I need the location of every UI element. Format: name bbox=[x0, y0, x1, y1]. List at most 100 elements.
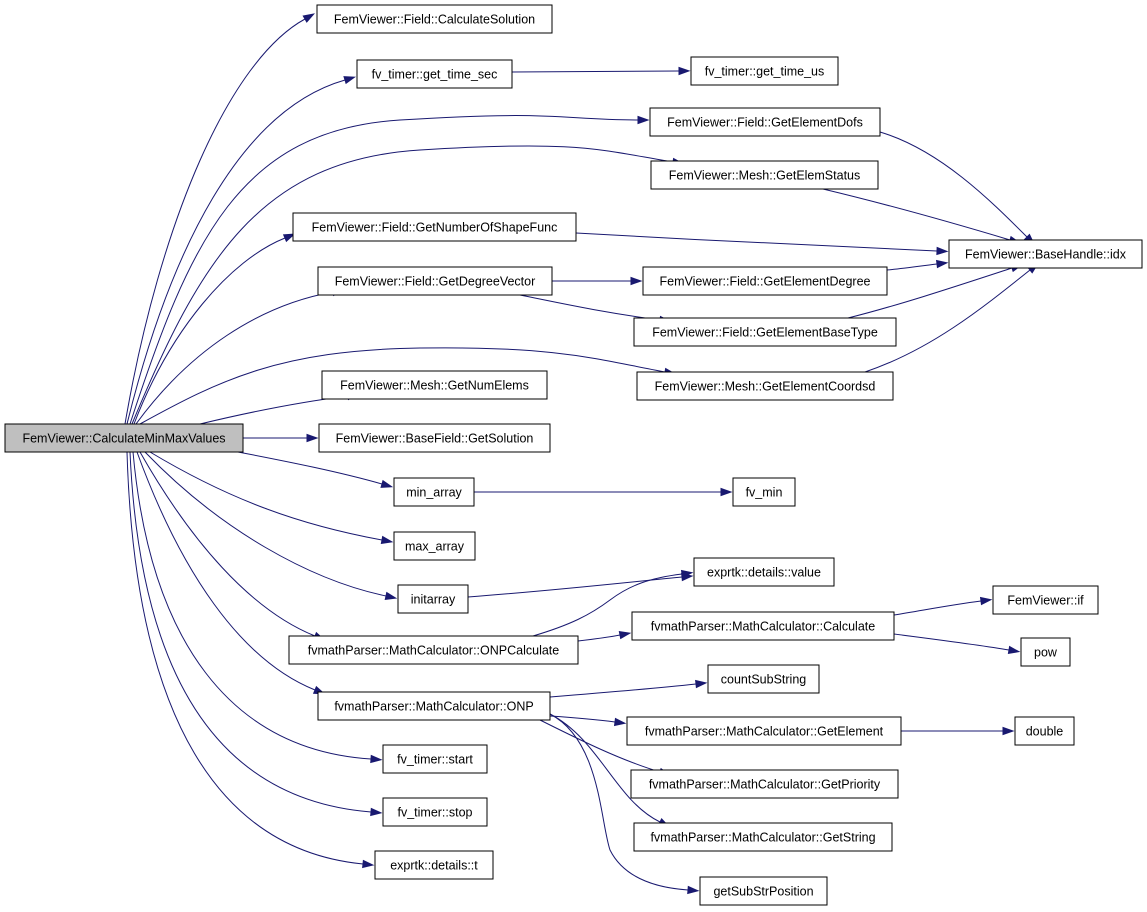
node-tstart[interactable]: fv_timer::start bbox=[382, 744, 488, 774]
node-box[interactable] bbox=[393, 531, 476, 561]
edge-line bbox=[139, 451, 316, 637]
node-box[interactable] bbox=[633, 317, 897, 347]
node-box[interactable] bbox=[321, 370, 548, 400]
edge-line bbox=[575, 232, 938, 252]
node-box[interactable] bbox=[1020, 637, 1071, 667]
edge-line bbox=[144, 451, 387, 597]
node-box[interactable] bbox=[626, 716, 902, 746]
node-box[interactable] bbox=[4, 423, 244, 453]
node-box[interactable] bbox=[649, 107, 881, 137]
node-box[interactable] bbox=[374, 850, 494, 880]
node-box[interactable] bbox=[650, 160, 879, 190]
node-box[interactable] bbox=[316, 4, 553, 34]
node-onpcalc[interactable]: fvmathParser::MathCalculator::ONPCalcula… bbox=[288, 635, 579, 665]
node-numelems[interactable]: FemViewer::Mesh::GetNumElems bbox=[321, 370, 548, 400]
edge-arrowhead bbox=[306, 433, 319, 443]
node-label: max_array bbox=[405, 540, 465, 554]
node-minarr[interactable]: min_array bbox=[393, 477, 475, 507]
node-box[interactable] bbox=[693, 557, 835, 587]
node-box[interactable] bbox=[288, 635, 579, 665]
node-timeus[interactable]: fv_timer::get_time_us bbox=[690, 56, 839, 86]
node-box[interactable] bbox=[642, 266, 888, 296]
node-box[interactable] bbox=[1014, 716, 1075, 746]
node-degvec[interactable]: FemViewer::Field::GetDegreeVector bbox=[317, 266, 553, 296]
edge-arrowhead bbox=[380, 479, 394, 488]
node-box[interactable] bbox=[631, 611, 895, 641]
node-elbase[interactable]: FemViewer::Field::GetElementBaseType bbox=[633, 317, 897, 347]
edge-line bbox=[132, 451, 372, 760]
node-idx[interactable]: FemViewer::BaseHandle::idx bbox=[948, 239, 1143, 269]
node-label: countSubString bbox=[721, 673, 807, 687]
edge-calc-to-pow bbox=[893, 633, 1021, 655]
node-box[interactable] bbox=[630, 769, 899, 799]
edge-arrowhead bbox=[720, 487, 733, 497]
node-initarr[interactable]: initarray bbox=[397, 584, 469, 614]
node-numshape[interactable]: FemViewer::Field::GetNumberOfShapeFunc bbox=[292, 212, 577, 242]
edge-line bbox=[199, 395, 349, 425]
node-box[interactable] bbox=[382, 797, 488, 827]
edge-line bbox=[133, 237, 286, 425]
node-box[interactable] bbox=[732, 477, 796, 507]
node-getdofs[interactable]: FemViewer::Field::GetElementDofs bbox=[649, 107, 881, 137]
node-substrpos[interactable]: getSubStrPosition bbox=[699, 876, 828, 906]
node-box[interactable] bbox=[633, 822, 893, 852]
node-exval[interactable]: exprtk::details::value bbox=[693, 557, 835, 587]
edge-line bbox=[864, 269, 1031, 373]
edge-onpcalc-to-exval bbox=[532, 569, 694, 637]
node-timesec[interactable]: fv_timer::get_time_sec bbox=[356, 59, 513, 89]
edge-root-to-initarr bbox=[144, 451, 398, 601]
node-prio[interactable]: fvmathParser::MathCalculator::GetPriorit… bbox=[630, 769, 899, 799]
node-calc[interactable]: fvmathParser::MathCalculator::Calculate bbox=[631, 611, 895, 641]
node-box[interactable] bbox=[317, 266, 553, 296]
node-pow[interactable]: pow bbox=[1020, 637, 1071, 667]
edge-numshape-to-idx bbox=[575, 232, 949, 256]
node-coords[interactable]: FemViewer::Mesh::GetElementCoordsd bbox=[636, 371, 894, 401]
edge-root-to-maxarr bbox=[149, 451, 394, 545]
node-calcsol[interactable]: FemViewer::Field::CalculateSolution bbox=[316, 4, 553, 34]
node-label: FemViewer::if bbox=[1007, 594, 1084, 608]
node-eldeg[interactable]: FemViewer::Field::GetElementDegree bbox=[642, 266, 888, 296]
node-box[interactable] bbox=[393, 477, 475, 507]
node-getel[interactable]: fvmathParser::MathCalculator::GetElement bbox=[626, 716, 902, 746]
node-dbl[interactable]: double bbox=[1014, 716, 1075, 746]
node-elemstatus[interactable]: FemViewer::Mesh::GetElemStatus bbox=[650, 160, 879, 190]
edge-line bbox=[549, 715, 616, 723]
node-maxarr[interactable]: max_array bbox=[393, 531, 476, 561]
node-box[interactable] bbox=[382, 744, 488, 774]
node-root[interactable]: FemViewer::CalculateMinMaxValues bbox=[4, 423, 244, 453]
node-fvmin[interactable]: fv_min bbox=[732, 477, 796, 507]
edge-elemstatus-to-idx bbox=[822, 188, 1022, 244]
edge-onp-to-countsub bbox=[549, 679, 708, 698]
node-label: fvmathParser::MathCalculator::GetPriorit… bbox=[649, 778, 881, 792]
node-getsol[interactable]: FemViewer::BaseField::GetSolution bbox=[318, 423, 551, 453]
edge-line bbox=[549, 713, 661, 823]
edge-line bbox=[886, 263, 938, 271]
node-box[interactable] bbox=[636, 371, 894, 401]
edge-arrowhead bbox=[380, 535, 394, 545]
edge-line bbox=[136, 451, 316, 691]
node-fvif[interactable]: FemViewer::if bbox=[992, 585, 1099, 615]
node-box[interactable] bbox=[318, 423, 551, 453]
node-box[interactable] bbox=[397, 584, 469, 614]
edge-line bbox=[129, 451, 372, 813]
node-label: FemViewer::Field::GetDegreeVector bbox=[335, 275, 536, 289]
edge-arrowhead bbox=[678, 66, 691, 76]
node-box[interactable] bbox=[992, 585, 1099, 615]
node-onp[interactable]: fvmathParser::MathCalculator::ONP bbox=[317, 691, 551, 721]
node-tstop[interactable]: fv_timer::stop bbox=[382, 797, 488, 827]
node-box[interactable] bbox=[356, 59, 513, 89]
edge-line bbox=[549, 683, 697, 698]
edge-arrowhead bbox=[687, 885, 700, 895]
edge-arrowhead bbox=[362, 859, 375, 869]
node-box[interactable] bbox=[317, 691, 551, 721]
node-box[interactable] bbox=[699, 876, 828, 906]
node-ext[interactable]: exprtk::details::t bbox=[374, 850, 494, 880]
node-box[interactable] bbox=[292, 212, 577, 242]
node-box[interactable] bbox=[948, 239, 1143, 269]
node-countsub[interactable]: countSubString bbox=[707, 664, 820, 694]
node-getstr[interactable]: fvmathParser::MathCalculator::GetString bbox=[633, 822, 893, 852]
edge-onp-to-substrpos bbox=[549, 713, 700, 895]
node-box[interactable] bbox=[690, 56, 839, 86]
node-box[interactable] bbox=[707, 664, 820, 694]
